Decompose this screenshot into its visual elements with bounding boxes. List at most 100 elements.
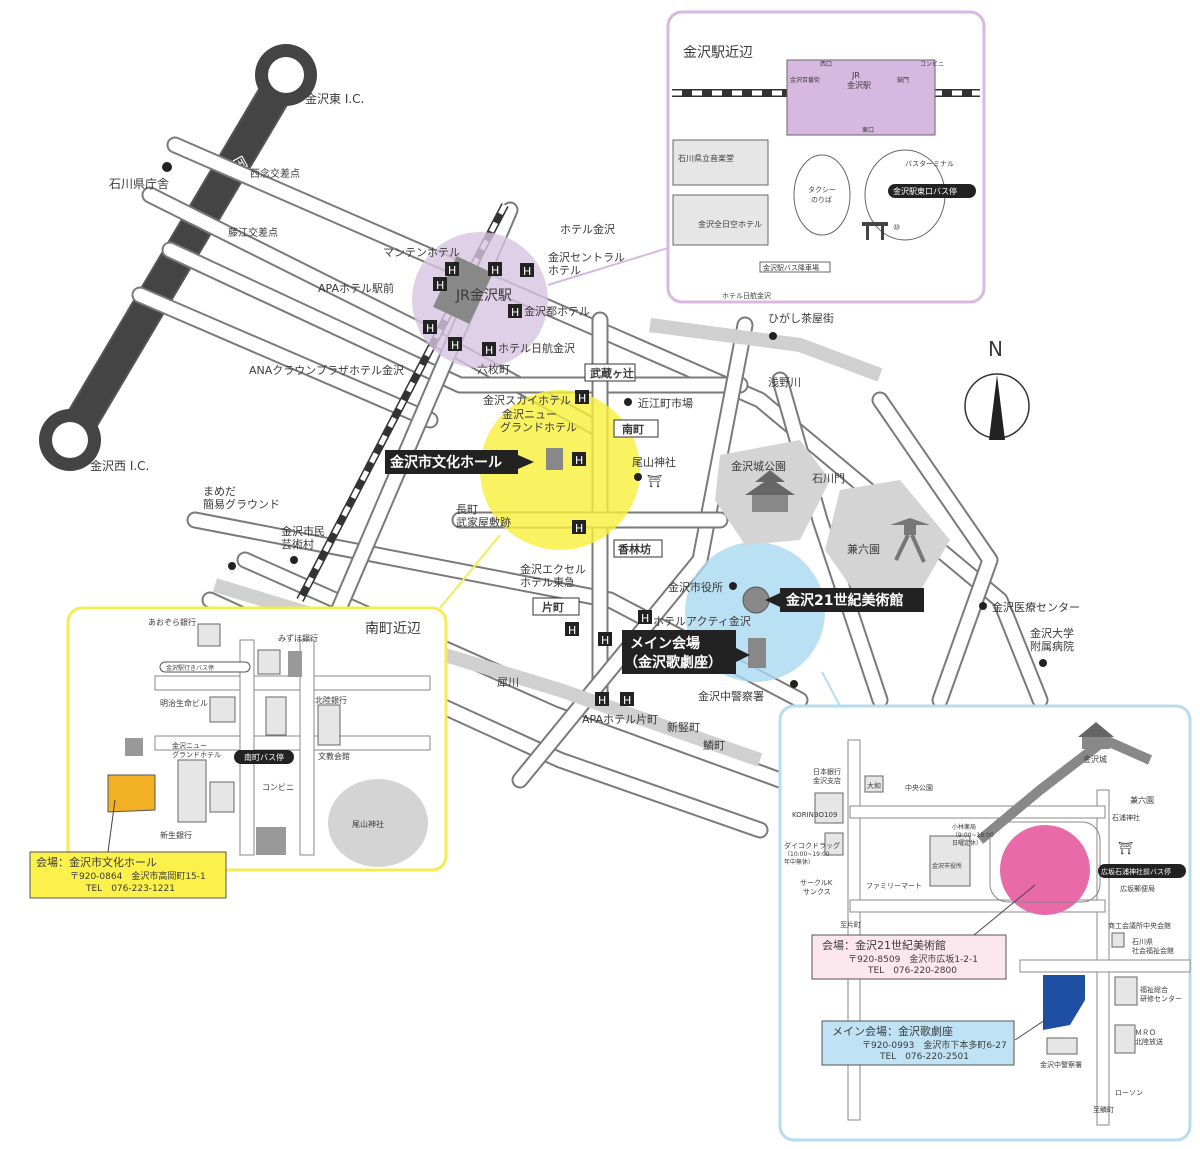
svg-text:（10:00~19:00: （10:00~19:00 <box>784 851 830 858</box>
svg-text:研修センター: 研修センター <box>1140 994 1182 1003</box>
label-manten: マンテンホテル <box>383 246 460 259</box>
svg-text:バスターミナル: バスターミナル <box>905 159 954 168</box>
badge-minamicho: 南町 <box>613 419 659 438</box>
svg-text:新生銀行: 新生銀行 <box>160 830 192 840</box>
svg-text:ＭＲＯ: ＭＲＯ <box>1135 1029 1156 1037</box>
ic-west-label: 金沢西 I.C. <box>90 458 149 473</box>
svg-text:東口: 東口 <box>862 126 874 134</box>
svg-text:兼六園: 兼六園 <box>1130 795 1154 805</box>
svg-text:TEL 076-220-2800: TEL 076-220-2800 <box>867 966 957 976</box>
svg-text:TEL 076-223-1221: TEL 076-223-1221 <box>85 884 175 894</box>
hotel-icon: H <box>572 520 586 535</box>
svg-text:H: H <box>641 612 649 625</box>
svg-text:社会福祉会館: 社会福祉会館 <box>1132 946 1174 955</box>
callout-bunka-hall[interactable]: 金沢市文化ホール <box>385 450 534 474</box>
jr-station-building <box>433 256 493 324</box>
svg-text:会場：金沢市文化ホール: 会場：金沢市文化ホール <box>36 855 157 869</box>
badge-korinbo: 香林坊 <box>613 539 663 558</box>
bunka-hall-building <box>546 448 563 470</box>
label-higashi: ひがし茶屋街 <box>768 311 834 325</box>
svg-text:至片町: 至片町 <box>840 920 861 929</box>
label-rokumai: 六枚町 <box>477 362 510 376</box>
badge-musashi: 武蔵ヶ辻 <box>584 363 636 382</box>
label-hotel-kanazawa: ホテル金沢 <box>560 222 615 236</box>
svg-text:北陸放送: 北陸放送 <box>1135 1037 1163 1046</box>
castle-icon <box>745 470 795 512</box>
label-nikko: ホテル日航金沢 <box>498 341 575 355</box>
svg-text:金沢ニュー: 金沢ニュー <box>172 741 207 750</box>
hotel-icon: H <box>572 452 586 467</box>
label-medical: 金沢医療センター <box>992 600 1080 614</box>
svg-text:南町: 南町 <box>622 422 644 436</box>
callout-main-venue[interactable]: メイン会場 （金沢歌劇座） <box>622 630 750 674</box>
hotel-icon: H <box>508 304 522 319</box>
svg-text:金沢全日空ホテル: 金沢全日空ホテル <box>698 219 762 229</box>
callout-museum[interactable]: 金沢21世紀美術館 <box>765 588 924 612</box>
label-univ2: 附属病院 <box>1030 639 1074 653</box>
inset-station: 金沢駅近辺 JR 金沢駅 西口 東口 コンビニ 金沢百番街 鼓門 石川県立音楽堂… <box>666 10 986 304</box>
svg-text:タクシー: タクシー <box>808 185 836 194</box>
svg-text:のりば: のりば <box>811 195 832 204</box>
svg-text:H: H <box>436 279 444 292</box>
svg-text:みずほ銀行: みずほ銀行 <box>278 633 318 643</box>
label-shintatemachi: 新竪町 <box>667 720 700 734</box>
svg-text:中央公園: 中央公園 <box>905 783 933 792</box>
svg-text:香林坊: 香林坊 <box>617 542 651 556</box>
kagekiza-building <box>748 638 766 668</box>
label-omicho: 近江町市場 <box>638 396 693 410</box>
svg-text:片町: 片町 <box>542 600 564 614</box>
label-new-grand1: 金沢ニュー <box>502 407 557 421</box>
svg-text:H: H <box>448 264 456 277</box>
svg-text:金沢市役所: 金沢市役所 <box>932 862 962 870</box>
badge-katamachi: 片町 <box>532 597 580 616</box>
label-maeda2: 簡易グラウンド <box>203 497 280 511</box>
label-miyako: 金沢都ホテル <box>524 304 590 318</box>
svg-text:年中無休）: 年中無休） <box>784 858 814 866</box>
svg-text:サンクス: サンクス <box>803 888 831 896</box>
svg-text:N: N <box>988 337 1003 361</box>
svg-text:〒920-8509 金沢市広坂1-2-1: 〒920-8509 金沢市広坂1-2-1 <box>848 953 978 965</box>
svg-text:広坂郵便局: 広坂郵便局 <box>1120 884 1155 893</box>
svg-text:H: H <box>568 624 576 637</box>
svg-text:ホテル日航金沢: ホテル日航金沢 <box>722 291 771 300</box>
svg-text:（金沢歌劇座）: （金沢歌劇座） <box>624 654 722 671</box>
svg-text:金沢支店: 金沢支店 <box>813 776 841 785</box>
svg-text:H: H <box>578 392 586 405</box>
lantern-icon <box>890 518 930 563</box>
svg-text:KORINBO109: KORINBO109 <box>792 811 837 819</box>
label-sky: 金沢スカイホテル <box>483 393 571 407</box>
venue-box-main: メイン会場：金沢歌劇座 〒920-0993 金沢市下本多町6-27 TEL 07… <box>821 1019 1046 1066</box>
svg-text:H: H <box>485 344 493 357</box>
svg-text:至鱗町: 至鱗町 <box>1093 1105 1114 1114</box>
svg-text:H: H <box>623 694 631 707</box>
hotel-icon: H <box>423 320 437 335</box>
svg-text:メイン会場: メイン会場 <box>630 635 700 652</box>
label-new-grand2: グランドホテル <box>500 420 577 434</box>
hotel-icon: H <box>448 337 462 352</box>
landmark-dots <box>162 162 1047 688</box>
hotel-icon: H <box>638 610 652 625</box>
ic-east-label: 金沢東 I.C. <box>305 91 364 106</box>
label-saigawa: 犀川 <box>497 676 519 689</box>
svg-text:サークルK: サークルK <box>800 879 833 887</box>
label-city-hall: 金沢市役所 <box>668 580 723 594</box>
svg-text:明治生命ビル: 明治生命ビル <box>160 698 208 708</box>
svg-text:H: H <box>491 264 499 277</box>
hotel-icon: H <box>620 692 634 707</box>
svg-text:鼓門: 鼓門 <box>897 76 909 84</box>
svg-text:西口: 西口 <box>820 61 832 68</box>
north-compass-icon: N <box>964 337 1030 440</box>
label-nagamachi2: 武家屋敷跡 <box>456 515 511 529</box>
label-apa-katamachi: APAホテル片町 <box>582 713 658 726</box>
svg-text:H: H <box>575 522 583 535</box>
svg-text:文教会館: 文教会館 <box>318 751 350 761</box>
label-jr-station: JR金沢駅 <box>455 288 512 304</box>
label-geijutsu2: 芸術村 <box>281 537 314 551</box>
svg-text:コンビニ: コンビニ <box>920 60 944 68</box>
hotel-icon: H <box>575 390 589 405</box>
hotel-icon: H <box>565 622 579 637</box>
svg-text:広坂石浦神社前バス停: 広坂石浦神社前バス停 <box>1101 867 1171 876</box>
inset-station-title: 金沢駅近辺 <box>683 45 753 61</box>
svg-text:金沢21世紀美術館: 金沢21世紀美術館 <box>785 592 903 609</box>
